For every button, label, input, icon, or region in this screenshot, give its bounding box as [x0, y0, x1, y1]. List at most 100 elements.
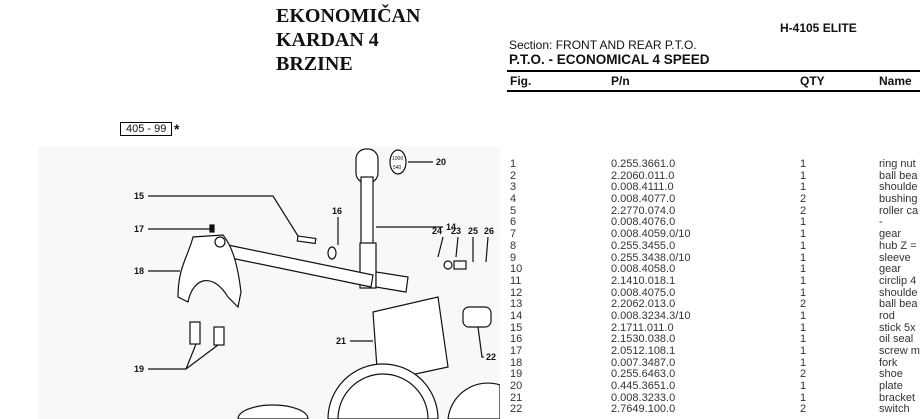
cell-fig: 3 [510, 181, 517, 194]
cell-part-number: 0.008.4058.0 [611, 263, 676, 276]
cell-fig: 17 [510, 345, 523, 357]
cell-qty: 1 [800, 321, 807, 334]
cell-fig: 6 [510, 216, 517, 229]
cell-part-number: 0.255.6463.0 [611, 368, 676, 381]
col-fig: Fig. [510, 74, 532, 88]
cell-qty: 1 [800, 274, 807, 287]
section-subtitle: P.T.O. - ECONOMICAL 4 SPEED [509, 52, 710, 67]
cell-name: shoulde [879, 181, 918, 194]
cell-qty: 1 [800, 239, 807, 252]
cell-part-number: 0.008.4075.0 [611, 286, 676, 299]
cell-qty: 2 [800, 403, 807, 416]
callout-24: 24 [432, 226, 442, 236]
cell-fig: 7 [510, 228, 517, 241]
cell-name: stick 5x [879, 321, 916, 334]
cell-qty: 1 [800, 181, 807, 194]
cell-name: rod [879, 309, 895, 322]
cell-fig: 16 [510, 333, 523, 346]
col-qty: QTY [800, 74, 825, 88]
cell-fig: 9 [510, 251, 517, 264]
table-row: 12 0.008.4075.0 1 shoulde [507, 286, 920, 300]
cell-fig: 12 [510, 286, 523, 299]
cell-name: ball bea [879, 169, 918, 182]
table-row: 18 0.007.3487.0 1 fork [507, 356, 920, 370]
cell-qty: 2 [800, 204, 807, 217]
callout-20: 20 [436, 157, 446, 167]
cell-name: plate [879, 380, 903, 393]
cell-qty: 2 [800, 298, 807, 311]
cell-fig: 2 [510, 169, 517, 182]
cell-qty: 1 [800, 356, 807, 369]
callout-25: 25 [468, 226, 478, 236]
cell-fig: 1 [510, 158, 517, 170]
cell-part-number: 2.0512.108.1 [611, 345, 676, 357]
cell-name: circlip 4 [879, 274, 917, 287]
cell-name: oil seal [879, 333, 914, 346]
callout-14: 14 [446, 222, 456, 232]
cell-qty: 1 [800, 380, 807, 393]
cell-part-number: 0.008.4077.0 [611, 193, 676, 206]
callout-15: 15 [134, 191, 144, 201]
cell-qty: 1 [800, 309, 807, 322]
cell-fig: 4 [510, 193, 517, 206]
cell-name: fork [879, 356, 898, 369]
cell-part-number: 0.008.4059.0/10 [611, 228, 691, 241]
cell-qty: 1 [800, 251, 807, 264]
callout-17: 17 [134, 224, 144, 234]
cell-part-number: 2.2060.011.0 [611, 169, 675, 182]
cell-fig: 21 [510, 391, 523, 404]
page-title: EKONOMIČAN KARDAN 4 BRZINE [276, 5, 421, 75]
cell-name: shoulde [879, 286, 918, 299]
table-row: 4 0.008.4077.0 2 bushing [507, 193, 920, 206]
reference-mark: * [174, 121, 180, 137]
cell-qty: 1 [800, 391, 807, 404]
cell-part-number: 0.008.4111.0 [611, 181, 674, 194]
cell-qty: 1 [800, 345, 807, 357]
callout-19: 19 [134, 364, 144, 374]
cell-name: switch [879, 403, 910, 416]
callout-18: 18 [134, 266, 144, 276]
plate-text-540: 540 [393, 165, 402, 171]
cell-fig: 18 [510, 356, 523, 369]
cell-name: gear [879, 263, 902, 276]
cell-fig: 20 [510, 380, 523, 393]
cell-qty: 2 [800, 368, 807, 381]
cell-qty: 1 [800, 333, 807, 346]
callout-21: 21 [336, 336, 346, 346]
cell-qty: 2 [800, 193, 807, 206]
cell-qty: 1 [800, 263, 807, 276]
cell-name: screw m [879, 345, 920, 357]
col-name: Name [879, 74, 912, 88]
cell-name: - [879, 216, 883, 229]
cell-part-number: 0.008.3233.0 [611, 391, 676, 404]
callout-22: 22 [486, 352, 496, 362]
cell-qty: 1 [800, 286, 807, 299]
cell-part-number: 0.007.3487.0 [611, 356, 676, 369]
col-pn: P/n [611, 74, 630, 88]
cell-fig: 15 [510, 321, 523, 334]
cell-name: bushing [879, 193, 918, 206]
cell-fig: 5 [510, 204, 517, 217]
cell-fig: 19 [510, 368, 523, 381]
cell-part-number: 0.008.4076.0 [611, 216, 676, 229]
reference-box: 405 - 99 [120, 122, 173, 136]
section-label: Section: FRONT AND REAR P.T.O. [509, 38, 697, 52]
cell-part-number: 0.255.3661.0 [611, 158, 676, 170]
cell-part-number: 0.255.3438.0/10 [611, 251, 691, 264]
table-row: 3 0.008.4111.0 1 shoulde [507, 182, 920, 194]
